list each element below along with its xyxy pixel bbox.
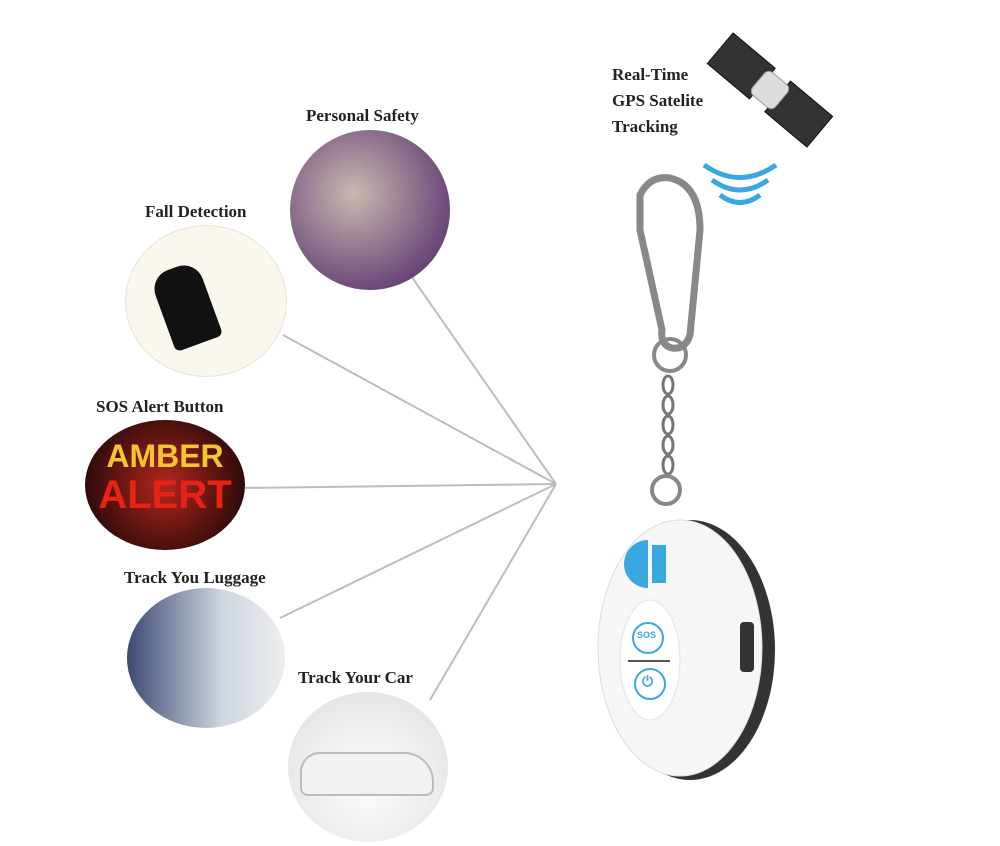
amber-alert-image: AMBER ALERT: [85, 420, 245, 550]
car-label: Track Your Car: [298, 668, 413, 687]
personal-safety-label: Personal Safety: [306, 106, 419, 125]
car-icon: [300, 752, 434, 796]
fall-detection-label: Fall Detection: [145, 202, 247, 221]
gps-line-2: GPS Satelite: [612, 91, 704, 110]
luggage-label: Track You Luggage: [124, 568, 266, 587]
luggage-image: [127, 588, 285, 728]
gps-line-3: Tracking: [612, 117, 678, 136]
signal-waves-icon: [702, 162, 778, 205]
gps-tracker-device: [597, 519, 775, 780]
gps-tracking-label: Real-Time GPS Satelite Tracking: [612, 62, 703, 140]
power-button[interactable]: ⏻: [642, 674, 654, 690]
sos-button[interactable]: SOS: [637, 630, 657, 640]
satellite-icon: [706, 32, 834, 148]
fall-detection-image: [125, 225, 287, 377]
personal-safety-image: [290, 130, 450, 290]
amber-text: AMBER: [106, 438, 224, 474]
falling-person-icon: [148, 259, 224, 353]
sos-alert-label: SOS Alert Button: [96, 397, 224, 416]
gps-line-1: Real-Time: [612, 65, 689, 84]
carabiner-icon: [636, 174, 704, 506]
car-image: [288, 692, 448, 842]
alert-text: ALERT: [98, 473, 232, 517]
